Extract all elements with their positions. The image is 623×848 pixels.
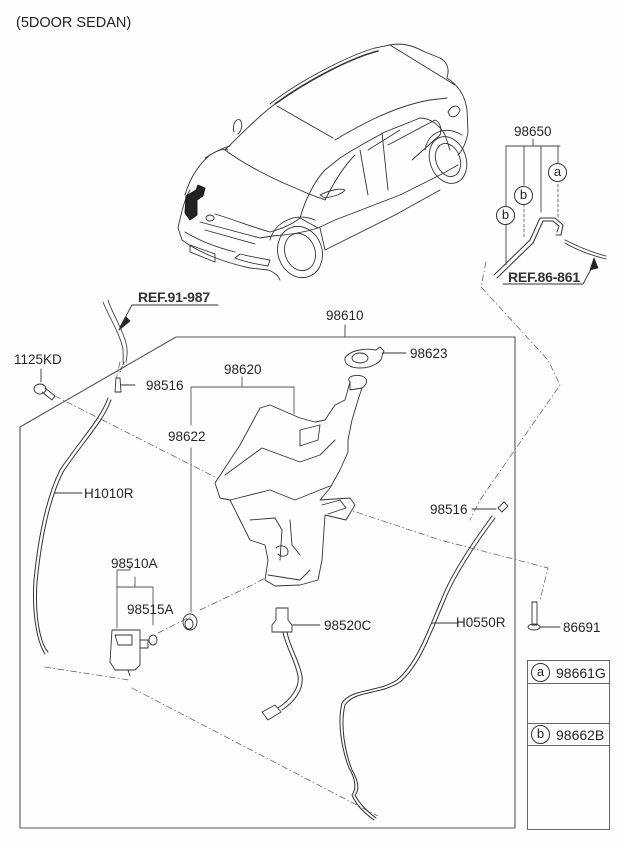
legend-row-a[interactable]: a 98661G [528,661,609,684]
part-98515A[interactable]: 98515A [127,602,174,617]
part-98623[interactable]: 98623 [410,346,448,361]
part-86691[interactable]: 86691 [563,620,601,635]
part-98516-right[interactable]: 98516 [430,502,468,517]
ref-91-987-link[interactable]: REF.91-987 [138,289,210,305]
part-98610[interactable]: 98610 [326,308,364,323]
legend-divider [528,723,609,724]
washer-reservoir [214,375,367,587]
vehicle-illustration [177,43,469,281]
part-98620[interactable]: 98620 [224,362,262,377]
part-98650[interactable]: 98650 [514,124,552,139]
legend-part-code: 98661G [556,665,606,681]
legend-marker: a [531,663,550,682]
diagram-title: (5DOOR SEDAN) [16,15,132,31]
part-98510A[interactable]: 98510A [111,556,158,571]
part-98622[interactable]: 98622 [168,429,206,444]
part-98516-left[interactable]: 98516 [146,378,184,393]
legend-row-b[interactable]: b 98662B [528,723,609,746]
part-H0550R[interactable]: H0550R [456,615,506,630]
callout-b: b [514,186,533,205]
callout-a: a [548,163,567,182]
part-H1010R[interactable]: H1010R [84,486,134,501]
legend-marker: b [531,725,550,744]
assembly-frame [19,336,516,829]
ref-86-861-link[interactable]: REF.86-861 [508,269,580,285]
callout-b: b [496,206,515,225]
part-98520C[interactable]: 98520C [324,618,372,633]
part-1125KD[interactable]: 1125KD [14,352,62,367]
legend-part-code: 98662B [556,727,605,743]
legend-table: a 98661G b 98662B [527,660,610,830]
